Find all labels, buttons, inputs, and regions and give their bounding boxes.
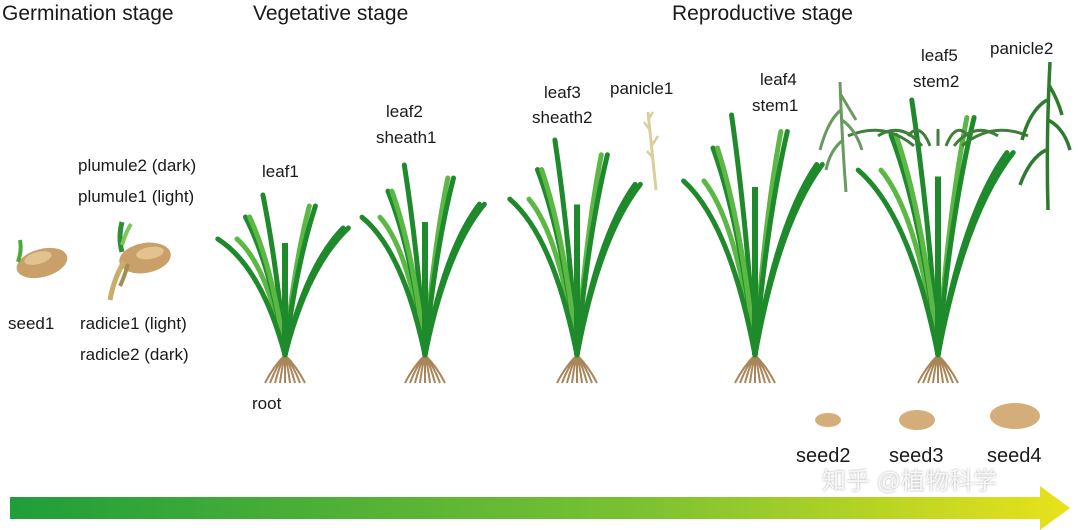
label-panicle2: panicle2 [990, 39, 1054, 58]
plant-stage4-illustration [681, 112, 825, 384]
label-radicle2: radicle2 (dark) [80, 345, 189, 364]
panicle1-illustration [643, 111, 660, 191]
germinating-seed-illustration [107, 221, 171, 301]
label-stem1: stem1 [752, 96, 799, 115]
label-root: root [252, 394, 282, 413]
label-leaf2: leaf2 [386, 102, 423, 121]
label-leaf5: leaf5 [921, 46, 958, 65]
plant-stage3-illustration [507, 137, 643, 384]
label-seed1: seed1 [8, 314, 55, 333]
watermark: 知乎 @植物科学 [822, 468, 998, 495]
panicle-green-illustration [818, 81, 864, 193]
plant-stage1-illustration [215, 192, 351, 384]
label-radicle1: radicle1 (light) [80, 314, 187, 333]
stage-vegetative: Vegetative stage [253, 2, 409, 25]
label-leaf1: leaf1 [262, 162, 299, 181]
label-sheath2: sheath2 [532, 108, 593, 127]
panicle2-illustration [1018, 61, 1072, 211]
seed3-illustration [899, 410, 935, 430]
label-leaf4: leaf4 [760, 70, 797, 89]
label-seed2: seed2 [796, 445, 851, 467]
label-sheath1: sheath1 [376, 128, 437, 147]
plant-stage2-illustration [359, 162, 487, 384]
label-panicle1: panicle1 [610, 79, 674, 98]
stage-reproductive: Reproductive stage [672, 2, 853, 25]
seed1-illustration [16, 239, 68, 279]
label-stem2: stem2 [913, 72, 960, 91]
seed2-illustration [815, 413, 841, 427]
label-plumule1: plumule1 (light) [78, 187, 195, 206]
label-seed4: seed4 [987, 445, 1042, 467]
plant-stage5-illustration [847, 97, 1029, 384]
label-leaf3: leaf3 [544, 83, 581, 102]
seed4-illustration [990, 403, 1040, 429]
stage-germination: Germination stage [2, 2, 174, 25]
growth-timeline-arrow [10, 486, 1070, 530]
label-seed3: seed3 [889, 445, 944, 467]
label-plumule2: plumule2 (dark) [78, 156, 197, 175]
